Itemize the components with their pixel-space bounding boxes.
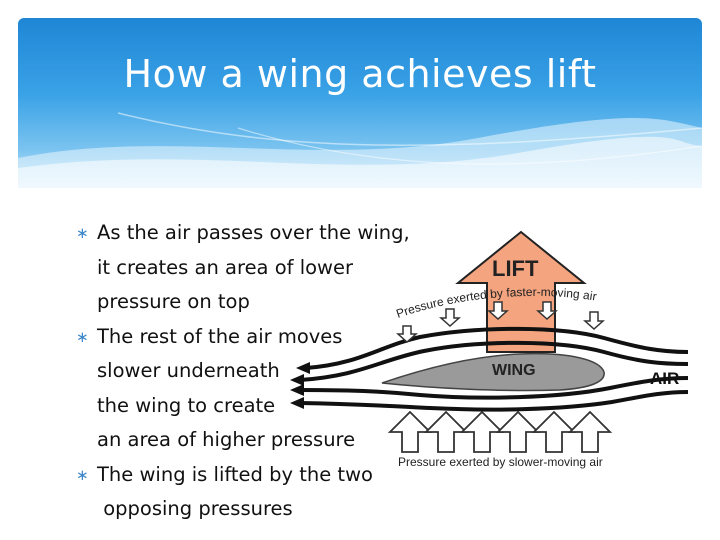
bullet-line: an area of higher pressure — [97, 428, 356, 451]
bullet-line: pressure on top — [97, 290, 250, 313]
bullet-line: The rest of the air moves — [97, 324, 343, 348]
bullet-list: ∗ As the air passes over the wing, it cr… — [76, 216, 410, 527]
bullet-line: the wing to create — [97, 393, 276, 417]
wave-decoration — [18, 112, 702, 188]
bottom-pressure-arrows — [387, 410, 613, 453]
bullet-item: ∗ The rest of the air moves slower under… — [76, 320, 396, 458]
airflow-lines — [299, 326, 689, 412]
bullet-marker-icon: ∗ — [76, 465, 89, 484]
lift-arrow — [455, 230, 587, 353]
bullet-marker-icon: ∗ — [76, 327, 89, 346]
lift-label: LIFT — [492, 256, 539, 281]
bullet-line: As the air passes over the wing, — [97, 221, 410, 244]
bottom-pressure-label: Pressure exerted by slower-moving air — [398, 455, 603, 469]
air-label: AIR — [650, 369, 679, 388]
bullet-item: ∗ The wing is lifted by the two opposing… — [76, 458, 396, 527]
slide-title: How a wing achieves lift — [123, 52, 597, 96]
bullet-line: it creates an area of lower — [97, 255, 354, 279]
wing-label: WING — [492, 362, 536, 379]
title-banner — [18, 18, 702, 188]
bullet-line: The wing is lifted by the two — [97, 462, 373, 486]
wing-shape — [381, 352, 605, 392]
bullet-line: slower underneath — [97, 359, 280, 382]
bullet-marker-icon: ∗ — [76, 224, 89, 242]
top-pressure-arrows — [396, 301, 605, 344]
bullet-line: opposing pressures — [97, 497, 293, 520]
airflow-arrowheads — [290, 362, 310, 409]
bullet-item: ∗ As the air passes over the wing, it cr… — [76, 216, 410, 320]
